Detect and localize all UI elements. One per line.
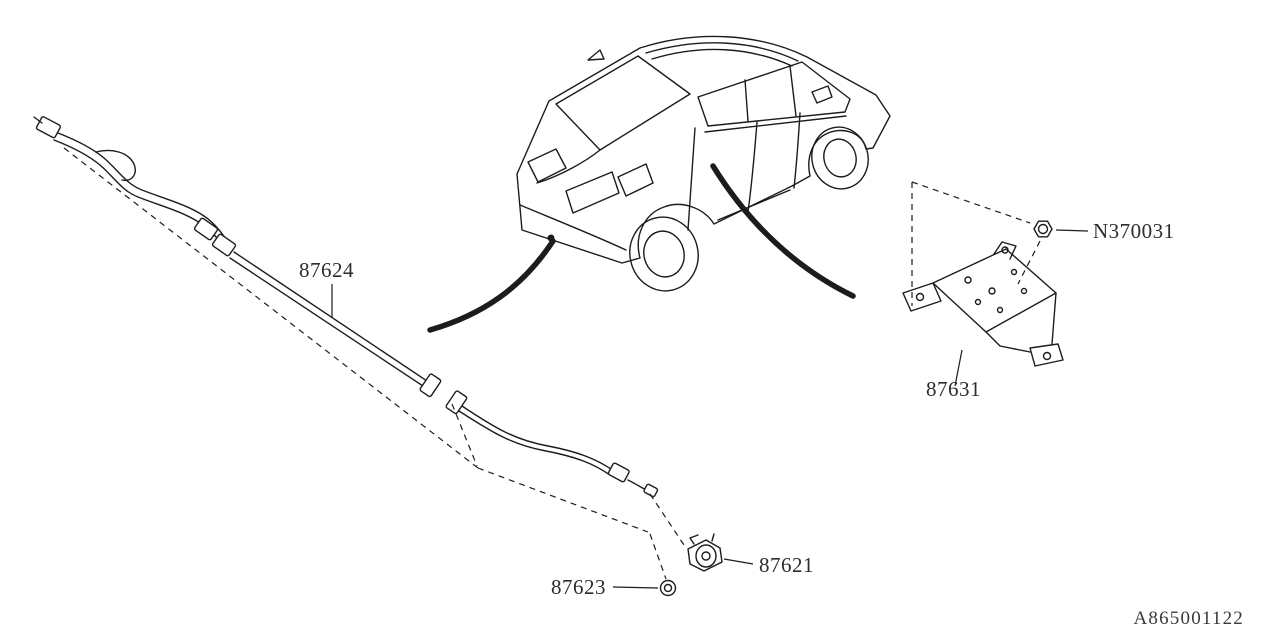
door-seam-1 (747, 121, 758, 213)
diagram-code: A865001122 (1133, 608, 1244, 629)
harness-connector-top (35, 116, 61, 139)
attachment-dot (547, 234, 555, 242)
side-glass (697, 61, 851, 127)
b-pillar (744, 79, 749, 122)
part-label-87624[interactable]: 87624 (299, 258, 354, 282)
pointer-curves (427, 163, 856, 333)
bumper-crease (519, 204, 627, 251)
nut-n370031-drawing (1033, 220, 1053, 238)
harness-87624-drawing (33, 116, 659, 498)
beltline (704, 115, 847, 133)
leader-87621 (723, 558, 754, 565)
front-wheel (811, 126, 869, 190)
harness-connector-mid-1 (193, 217, 219, 241)
part-label-n370031[interactable]: N370031 (1093, 219, 1175, 243)
part-label-87623[interactable]: 87623 (551, 575, 606, 599)
leader-n370031 (1055, 229, 1089, 232)
roof-line-1 (645, 42, 799, 62)
harness-connector-mid-2 (211, 233, 237, 257)
sensor-87621-drawing (687, 533, 723, 572)
sill-line (717, 189, 791, 221)
harness-end-plug (643, 483, 659, 498)
clip-87623-drawing (659, 579, 677, 597)
tail-light-right (617, 163, 654, 197)
tail-light-left (527, 148, 567, 183)
hatch-lower-edge (536, 149, 601, 184)
fin-antenna (587, 49, 605, 61)
harness-clip-1 (419, 373, 442, 398)
construction-lines-left (63, 147, 687, 580)
rear-hatch-glass (555, 55, 691, 151)
car-illustration (516, 35, 891, 292)
construction-lines-right (911, 181, 1041, 306)
roof-line-2 (651, 48, 793, 67)
harness-branch-loop (95, 149, 136, 181)
pointer-curve-left (427, 238, 556, 333)
door-seam-2 (793, 112, 801, 189)
side-mirror (811, 85, 833, 104)
pointer-curve-right (710, 163, 856, 299)
part-label-87621[interactable]: 87621 (759, 553, 814, 577)
leader-lines (331, 229, 1089, 589)
leader-87631 (954, 349, 963, 387)
c-pillar-line (789, 65, 797, 117)
harness-connector-end (607, 462, 630, 483)
rear-wheel (629, 216, 699, 292)
rear-garnish (565, 171, 620, 214)
rear-door-seam (687, 127, 696, 231)
part-label-87631[interactable]: 87631 (926, 377, 981, 401)
harness-clip-2 (445, 390, 468, 415)
leader-87623 (612, 586, 659, 589)
car-body-outline (516, 35, 891, 264)
bracket-87631-drawing (902, 241, 1064, 367)
